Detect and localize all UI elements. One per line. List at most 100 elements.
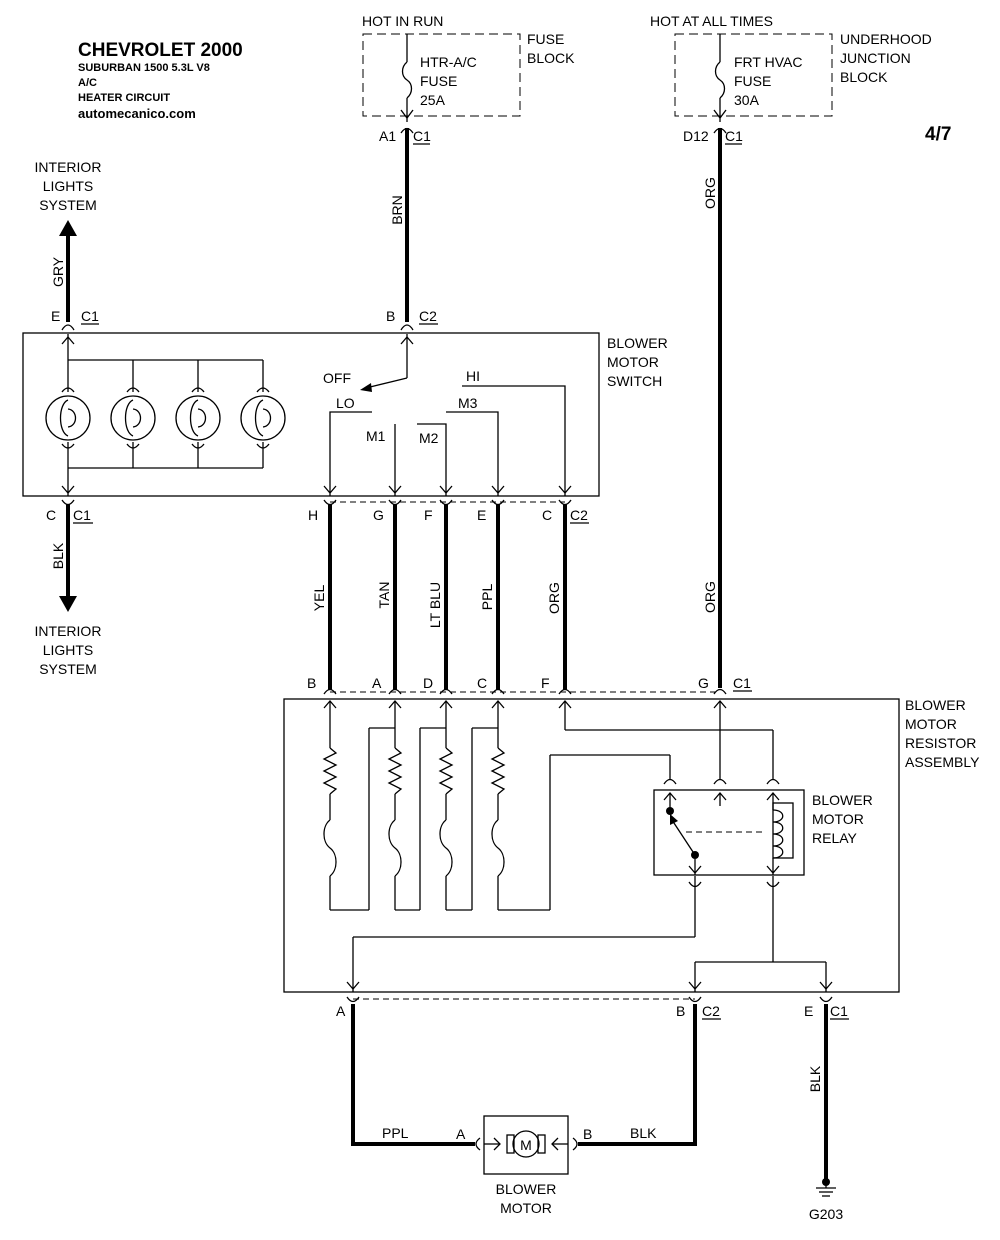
ground-label: G203 (809, 1206, 843, 1222)
svg-text:MOTOR: MOTOR (607, 354, 659, 370)
svg-text:ASSEMBLY: ASSEMBLY (905, 754, 980, 770)
svg-text:LIGHTS: LIGHTS (43, 642, 94, 658)
ground-icon (816, 1178, 836, 1197)
svg-text:MOTOR: MOTOR (500, 1200, 552, 1216)
relay-outline (653, 789, 805, 876)
resistor-assembly-outline (283, 698, 900, 993)
svg-text:C2: C2 (419, 308, 437, 324)
svg-text:HTR-A/C: HTR-A/C (420, 54, 477, 70)
svg-text:SYSTEM: SYSTEM (39, 661, 97, 677)
ppl-motor-wire-label: PPL (382, 1125, 409, 1141)
motor-connector-a (475, 1137, 481, 1151)
lt-blu-wire-label: LT BLU (427, 582, 443, 628)
svg-text:RELAY: RELAY (812, 830, 858, 846)
svg-text:B: B (676, 1003, 685, 1019)
svg-text:LIGHTS: LIGHTS (43, 178, 94, 194)
tan-wire-label: TAN (376, 582, 392, 609)
diagram-title: CHEVROLET 2000 (78, 40, 243, 61)
htr-ac-fuse: HTR-A/C FUSE 25A (400, 34, 477, 122)
switch-illumination-lamps (61, 334, 263, 496)
svg-text:C1: C1 (725, 128, 743, 144)
connector-a-b-c2: A B C2 (336, 996, 721, 1020)
org-wire-label-top: ORG (702, 177, 718, 209)
svg-text:MOTOR: MOTOR (905, 716, 957, 732)
relay-contacts (663, 778, 780, 888)
svg-text:C1: C1 (830, 1003, 848, 1019)
org-wire-label-bottom: ORG (702, 581, 718, 613)
svg-text:A: A (372, 675, 382, 691)
svg-text:FRT HVAC: FRT HVAC (734, 54, 802, 70)
arrow-down-icon (59, 596, 77, 612)
connector-d12-c1: D12 C1 (683, 127, 743, 145)
interior-lights-top-label: INTERIOR LIGHTS SYSTEM (35, 159, 102, 213)
svg-text:C: C (46, 507, 56, 523)
svg-text:B: B (307, 675, 316, 691)
svg-text:BLOWER: BLOWER (496, 1181, 557, 1197)
svg-text:C1: C1 (733, 675, 751, 691)
fuse-block-outline (362, 33, 521, 117)
svg-text:E: E (804, 1003, 813, 1019)
switch-off-label: OFF (323, 370, 351, 386)
resistor-network (322, 700, 833, 992)
svg-text:H: H (308, 507, 318, 523)
svg-text:SWITCH: SWITCH (607, 373, 662, 389)
brn-wire-label: BRN (389, 195, 405, 225)
yel-wire-label: YEL (311, 585, 327, 612)
svg-text:RESISTOR: RESISTOR (905, 735, 976, 751)
svg-text:SYSTEM: SYSTEM (39, 197, 97, 213)
motor-icon: M (484, 1130, 568, 1158)
blower-motor-switch-label: BLOWER MOTOR SWITCH (607, 335, 668, 389)
switch-contacts (323, 385, 572, 496)
svg-text:30A: 30A (734, 92, 760, 108)
svg-text:A1: A1 (379, 128, 396, 144)
blower-motor-label: BLOWER MOTOR (496, 1181, 557, 1216)
site-name: automecanico.com (78, 106, 196, 121)
svg-text:FUSE: FUSE (527, 31, 564, 47)
svg-text:INTERIOR: INTERIOR (35, 623, 102, 639)
svg-text:D12: D12 (683, 128, 709, 144)
svg-text:F: F (541, 675, 550, 691)
svg-text:D: D (423, 675, 433, 691)
motor-pin-b: B (583, 1126, 592, 1142)
system-line: A/C (78, 77, 97, 89)
svg-text:C2: C2 (702, 1003, 720, 1019)
svg-text:E: E (477, 507, 486, 523)
svg-text:FUSE: FUSE (734, 73, 771, 89)
lamp-icon (45, 360, 286, 468)
gry-wire-label: GRY (50, 256, 66, 287)
svg-text:G: G (373, 507, 384, 523)
svg-text:E: E (51, 308, 60, 324)
switch-m1-label: M1 (366, 428, 386, 444)
switch-hi-label: HI (466, 368, 480, 384)
svg-text:C2: C2 (570, 507, 588, 523)
relay-label: BLOWER MOTOR RELAY (812, 792, 873, 846)
svg-text:M: M (520, 1137, 532, 1153)
blk-motor-wire-label: BLK (630, 1125, 657, 1141)
svg-text:FUSE: FUSE (420, 73, 457, 89)
svg-text:C1: C1 (413, 128, 431, 144)
underhood-block-outline (674, 33, 833, 117)
blk-interior-wire-label: BLK (50, 542, 66, 569)
connector-resistor-c1-pins: B A D C F G C1 (307, 675, 752, 695)
svg-text:C: C (477, 675, 487, 691)
arrow-up-icon (59, 220, 77, 236)
fuse-block-label: FUSE BLOCK (527, 31, 575, 66)
blk-ground-wire-label: BLK (807, 1065, 823, 1092)
blk-motor-wire (578, 1004, 697, 1146)
svg-text:UNDERHOOD: UNDERHOOD (840, 31, 932, 47)
switch-m3-label: M3 (458, 395, 478, 411)
connector-e-c1: E C1 (51, 308, 99, 331)
blower-motor-switch-outline (22, 332, 600, 497)
ppl-speed-wire-label: PPL (479, 584, 495, 611)
ppl-motor-wire (351, 1004, 475, 1146)
page-number: 4/7 (925, 124, 951, 145)
svg-text:MOTOR: MOTOR (812, 811, 864, 827)
svg-text:G: G (698, 675, 709, 691)
connector-e-c1-ground: E C1 (804, 996, 849, 1020)
interior-lights-bottom-label: INTERIOR LIGHTS SYSTEM (35, 623, 102, 677)
svg-text:C: C (542, 507, 552, 523)
svg-text:BLOCK: BLOCK (527, 50, 575, 66)
svg-text:INTERIOR: INTERIOR (35, 159, 102, 175)
svg-text:C1: C1 (81, 308, 99, 324)
svg-text:B: B (386, 308, 395, 324)
